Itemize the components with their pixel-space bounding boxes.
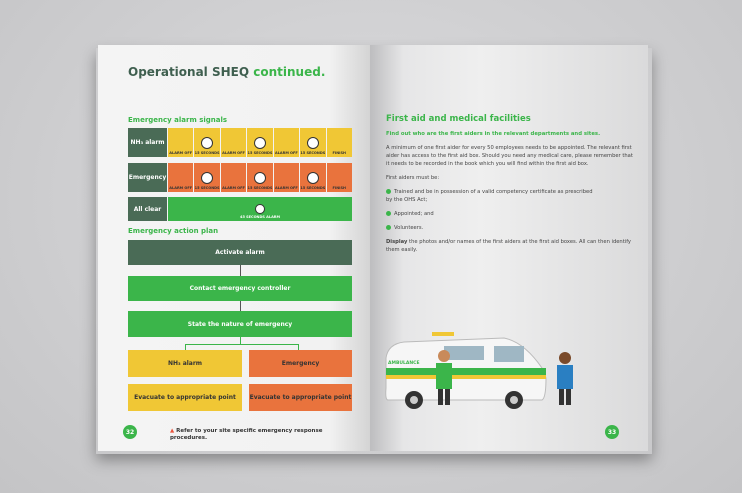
left-page: Operational SHEQ continued. Emergency al… bbox=[98, 45, 370, 451]
title-accent: continued. bbox=[253, 65, 326, 79]
alarm-row-emergency: Emergency ALARM OFF 15 SECONDS ALARM OFF… bbox=[128, 163, 352, 192]
row-label: All clear bbox=[128, 197, 167, 221]
cell-text: 15 SECONDS bbox=[194, 186, 220, 190]
alarm-cell: ALARM OFF bbox=[168, 128, 194, 157]
plan-section-title: Emergency action plan bbox=[128, 227, 219, 235]
alarm-cell: 15 SECONDS bbox=[194, 128, 220, 157]
flow-branch-emergency: Emergency bbox=[249, 350, 352, 377]
alarm-cell: ALARM OFF bbox=[220, 128, 247, 157]
bullet-item: Appointed; and bbox=[386, 210, 636, 218]
footer-note: ▲ Refer to your site specific emergency … bbox=[170, 428, 360, 442]
cell-text: ALARM OFF bbox=[222, 151, 245, 155]
page-title: Operational SHEQ continued. bbox=[128, 65, 325, 79]
cell-text: FINISH bbox=[332, 186, 346, 190]
flow-evacuate-right: Evacuate to appropriate point bbox=[249, 384, 352, 411]
bullet-item: Trained and be in possession of a valid … bbox=[386, 188, 596, 204]
flow-evacuate-left: Evacuate to appropriate point bbox=[128, 384, 242, 411]
alarm-section-title: Emergency alarm signals bbox=[128, 116, 228, 124]
clock-icon bbox=[253, 172, 266, 184]
row-label: NH₃ alarm bbox=[128, 128, 167, 157]
alarm-cell: 15 SECONDS bbox=[300, 163, 326, 192]
alarm-cell: FINISH bbox=[326, 128, 352, 157]
page-number: 33 bbox=[605, 425, 619, 439]
flow-arrow bbox=[240, 337, 241, 344]
cell-text: ALARM OFF bbox=[274, 186, 298, 190]
alarm-cell: 45 SECONDS ALARM bbox=[168, 197, 352, 221]
alarm-cell: ALARM OFF bbox=[273, 163, 300, 192]
ambulance-label: AMBULANCE bbox=[388, 361, 420, 366]
alarm-cell: ALARM OFF bbox=[273, 128, 300, 157]
must-be-label: First aiders must be: bbox=[386, 175, 440, 181]
clock-icon bbox=[306, 137, 319, 149]
bullet-item: Volunteers. bbox=[386, 224, 636, 232]
check-icon bbox=[386, 189, 391, 194]
flow-branch-line bbox=[185, 344, 298, 345]
right-page: First aid and medical facilities Find ou… bbox=[370, 45, 648, 451]
check-icon bbox=[386, 211, 391, 216]
alarm-cell: 15 SECONDS bbox=[247, 128, 273, 157]
alarm-cell: ALARM OFF bbox=[168, 163, 194, 192]
first-aid-text-column: First aid and medical facilities Find ou… bbox=[386, 114, 636, 260]
cell-text: ALARM OFF bbox=[222, 186, 245, 190]
flow-arrow bbox=[185, 344, 186, 350]
clock-icon bbox=[253, 137, 266, 149]
alarm-cell: 15 SECONDS bbox=[194, 163, 220, 192]
clock-icon bbox=[306, 172, 319, 184]
paragraph: A minimum of one first aider for every 5… bbox=[386, 145, 633, 167]
cell-text: 45 SECONDS ALARM bbox=[240, 215, 280, 219]
section-title: First aid and medical facilities bbox=[386, 114, 531, 124]
flow-branch-nh3: NH₃ alarm bbox=[128, 350, 242, 377]
flow-step-state: State the nature of emergency bbox=[128, 311, 352, 337]
cell-text: ALARM OFF bbox=[169, 151, 193, 155]
cell-text: 15 SECONDS bbox=[300, 186, 326, 190]
flow-arrow bbox=[298, 344, 299, 350]
cell-text: 15 SECONDS bbox=[247, 151, 273, 155]
warning-icon: ▲ bbox=[170, 428, 175, 434]
alarm-cell: ALARM OFF bbox=[220, 163, 247, 192]
display-text: the photos and/or names of the first aid… bbox=[386, 239, 631, 253]
bullet-text: Appointed; and bbox=[394, 211, 434, 217]
flow-arrow bbox=[240, 265, 241, 276]
section-subtitle: Find out who are the first aiders in the… bbox=[386, 131, 601, 137]
flow-arrow bbox=[240, 301, 241, 311]
footer-note-text: Refer to your site specific emergency re… bbox=[170, 428, 323, 441]
display-bold: Display bbox=[386, 239, 408, 245]
alarm-cell: 15 SECONDS bbox=[247, 163, 273, 192]
clock-icon bbox=[201, 172, 214, 184]
clock-icon bbox=[201, 137, 214, 149]
title-main: Operational SHEQ bbox=[128, 65, 250, 79]
cell-text: 15 SECONDS bbox=[247, 186, 273, 190]
cell-text: ALARM OFF bbox=[169, 186, 193, 190]
clock-icon bbox=[255, 204, 265, 214]
cell-text: 15 SECONDS bbox=[194, 151, 220, 155]
bullet-text: Trained and be in possession of a valid … bbox=[386, 189, 593, 203]
flow-step-contact: Contact emergency controller bbox=[128, 276, 352, 301]
row-label: Emergency bbox=[128, 163, 167, 192]
cell-text: 15 SECONDS bbox=[300, 151, 326, 155]
alarm-cell: 15 SECONDS bbox=[300, 128, 326, 157]
ambulance-illustration bbox=[385, 332, 573, 409]
cell-text: ALARM OFF bbox=[274, 151, 298, 155]
page-number: 32 bbox=[123, 425, 137, 439]
check-icon bbox=[386, 225, 391, 230]
display-paragraph: Display the photos and/or names of the f… bbox=[386, 238, 636, 254]
alarm-cell: FINISH bbox=[326, 163, 352, 192]
cell-text: FINISH bbox=[332, 151, 346, 155]
flow-step-activate: Activate alarm bbox=[128, 240, 352, 265]
alarm-row-nh3: NH₃ alarm ALARM OFF 15 SECONDS ALARM OFF… bbox=[128, 128, 352, 157]
bullet-text: Volunteers. bbox=[394, 225, 424, 231]
alarm-row-all-clear: All clear 45 SECONDS ALARM bbox=[128, 197, 352, 221]
